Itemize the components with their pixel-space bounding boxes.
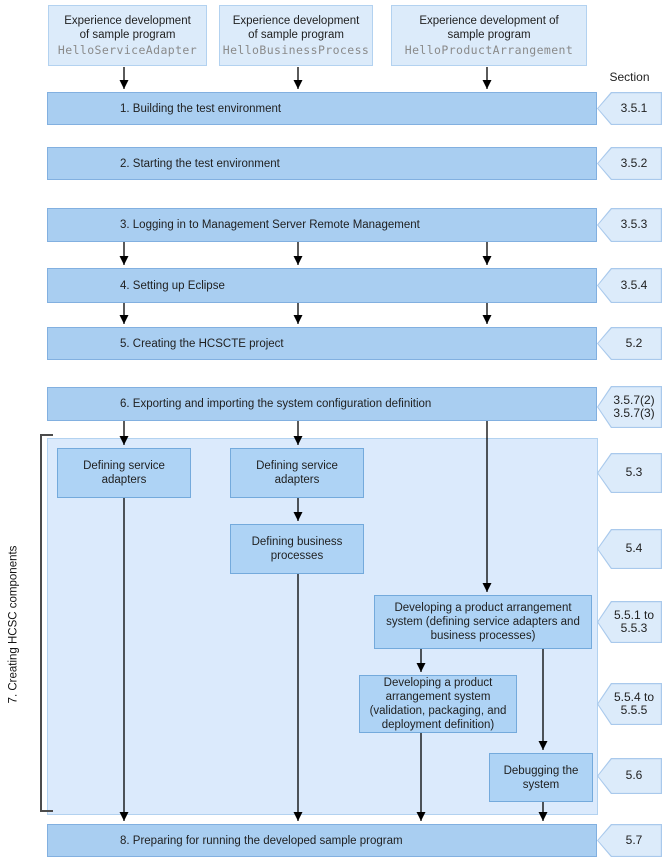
section-number: 3.5.3 (598, 209, 661, 241)
section-pentagon: 3.5.4 (597, 268, 662, 303)
experience-box-text: Experience development of sample program (64, 15, 191, 41)
task-defining-business-processes: Defining business processes (230, 524, 364, 574)
section-number: 5.6 (598, 759, 661, 793)
experience-box-service-adapter: Experience development of sample program… (48, 5, 207, 66)
bar-label: 5. Creating the HCSCTE project (120, 337, 284, 350)
bar-label: 3. Logging in to Management Server Remot… (120, 219, 420, 231)
process-bar-6: 6. Exporting and importing the system co… (47, 387, 597, 421)
section-number: 5.7 (598, 825, 661, 856)
section-number: 5.3 (598, 454, 661, 492)
section-pentagon: 5.5.4 to 5.5.5 (597, 683, 662, 725)
experience-box-text: Experience development of sample program (232, 15, 360, 41)
section-number: 3.5.1 (598, 93, 661, 124)
experience-box-business-process: Experience development of sample program… (219, 5, 373, 66)
section-pentagon: 5.6 (597, 758, 662, 794)
section-pentagon: 5.2 (597, 327, 662, 360)
bar-label: 2. Starting the test environment (120, 157, 280, 170)
section-pentagon: 3.5.1 (597, 92, 662, 125)
section-pentagon: 5.7 (597, 824, 662, 857)
section-pentagon: 3.5.3 (597, 208, 662, 242)
section-number: 3.5.2 (598, 148, 661, 179)
experience-box-product-arrangement: Experience development of sample program… (391, 5, 587, 66)
bar-label: 6. Exporting and importing the system co… (120, 398, 432, 410)
program-code: HelloServiceAdapter (57, 43, 198, 57)
section-pentagon: 5.4 (597, 529, 662, 569)
experience-box-text: Experience development of sample program (419, 15, 559, 41)
task-defining-service-adapters-left: Defining service adapters (57, 448, 191, 498)
process-bar-1: 1. Building the test environment (47, 92, 597, 125)
process-bar-3: 3. Logging in to Management Server Remot… (47, 208, 597, 242)
section-pentagon: 5.3 (597, 453, 662, 493)
section-number: 3.5.4 (598, 269, 661, 302)
section-column-header: Section (609, 70, 650, 84)
section-number: 5.5.1 to 5.5.3 (598, 602, 661, 642)
program-code: HelloProductArrangement (404, 43, 574, 57)
section-pentagon: 5.5.1 to 5.5.3 (597, 601, 662, 643)
section-number: 5.5.4 to 5.5.5 (598, 684, 661, 724)
process-bar-5: 5. Creating the HCSCTE project (47, 327, 597, 360)
task-developing-product-arrangement-validation: Developing a product arrangement system … (359, 675, 517, 733)
task-defining-service-adapters-middle: Defining service adapters (230, 448, 364, 498)
section-number: 3.5.7(2) 3.5.7(3) (598, 387, 661, 427)
bar-label: 1. Building the test environment (120, 102, 282, 115)
bar-label: 4. Setting up Eclipse (120, 279, 225, 292)
section-pentagon: 3.5.7(2) 3.5.7(3) (597, 386, 662, 428)
section-number: 5.4 (598, 530, 661, 568)
program-code: HelloBusinessProcess (222, 43, 370, 57)
process-bar-4: 4. Setting up Eclipse (47, 268, 597, 303)
section-pentagon: 3.5.2 (597, 147, 662, 180)
task-debugging-the-system: Debugging the system (489, 753, 593, 802)
task-developing-product-arrangement-defining: Developing a product arrangement system … (374, 595, 592, 649)
process-bar-8: 8. Preparing for running the developed s… (47, 824, 597, 857)
section-number: 5.2 (598, 328, 661, 359)
bar-label: 8. Preparing for running the developed s… (120, 834, 403, 847)
hcsc-region-label: 7. Creating HCSC components (7, 545, 20, 704)
process-bar-2: 2. Starting the test environment (47, 147, 597, 180)
